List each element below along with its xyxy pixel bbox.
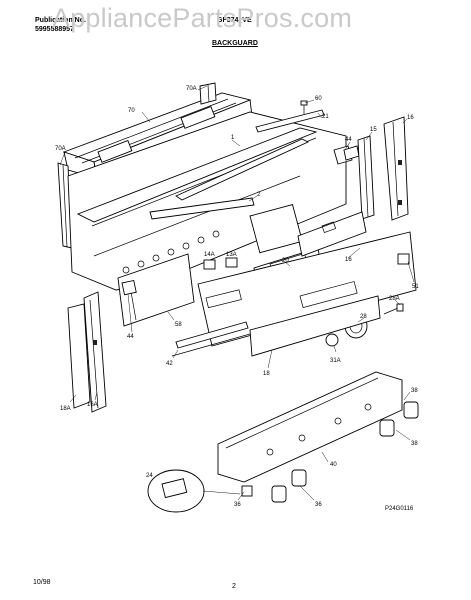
label-1: 1 <box>231 135 235 141</box>
part-21-60-hardware <box>255 100 325 133</box>
part-44-bracket <box>333 145 360 165</box>
callout-labels: 70A 70 70A 60 21 1 44 15 16 2 14A 13A 20… <box>55 86 419 512</box>
label-36-b: 36 <box>315 502 322 508</box>
publication-number: 5995588957 <box>35 26 74 33</box>
label-31a: 31A <box>330 358 341 364</box>
label-44-left: 44 <box>127 334 134 340</box>
model-number: GF374_VE <box>217 17 252 24</box>
part-2-bar <box>149 197 255 220</box>
part-18a-16a-end-cap <box>67 291 107 413</box>
watermark: AppliancePartsPros.com <box>52 3 353 33</box>
part-24-igniter-switch-inset <box>147 469 241 513</box>
part-16-end-cap <box>383 116 409 221</box>
section-title: BACKGUARD <box>212 40 258 47</box>
label-60: 60 <box>315 96 322 102</box>
label-44-top: 44 <box>345 137 352 143</box>
label-28: 28 <box>360 314 367 320</box>
label-14a: 14A <box>204 252 215 258</box>
label-16-mid: 16 <box>345 257 352 263</box>
label-21: 21 <box>322 114 329 120</box>
part-44-connector <box>121 279 137 296</box>
part-28a-screw <box>383 303 404 315</box>
part-15-side-bracket <box>357 135 375 220</box>
label-38-b: 38 <box>411 441 418 447</box>
label-58: 58 <box>175 322 182 328</box>
label-42: 42 <box>166 361 173 367</box>
part-58-housing <box>117 253 195 327</box>
label-70a-top: 70A <box>186 86 197 92</box>
label-16a: 16A <box>87 402 98 408</box>
label-16-top: 16 <box>407 115 414 121</box>
label-18: 18 <box>263 371 270 377</box>
part-36-38-knobs <box>241 401 419 503</box>
label-70: 70 <box>128 108 135 114</box>
label-51: 51 <box>412 284 419 290</box>
part-1-strip <box>175 138 310 201</box>
label-13a: 13A <box>226 252 237 258</box>
part-70a-top-bracket <box>199 82 217 105</box>
figure-code: P24G0116 <box>385 506 414 512</box>
label-38-a: 38 <box>411 388 418 394</box>
publication-label: Publication No. <box>35 17 86 24</box>
label-28a: 28A <box>389 296 400 302</box>
label-70a-left: 70A <box>55 146 66 152</box>
label-2: 2 <box>257 192 261 198</box>
label-40: 40 <box>330 462 337 468</box>
part-40-manifold-panel <box>217 371 403 483</box>
leader-lines <box>59 85 415 501</box>
footer-date: 10/98 <box>33 579 51 586</box>
footer-page-number: 2 <box>232 583 236 590</box>
label-18a: 18A <box>60 406 71 412</box>
label-15: 15 <box>370 127 377 133</box>
label-24: 24 <box>146 473 153 479</box>
part-14a-13a-boxes <box>203 204 303 270</box>
part-18-lower-trim <box>171 295 381 357</box>
label-20: 20 <box>282 258 289 264</box>
label-36-a: 36 <box>234 502 241 508</box>
